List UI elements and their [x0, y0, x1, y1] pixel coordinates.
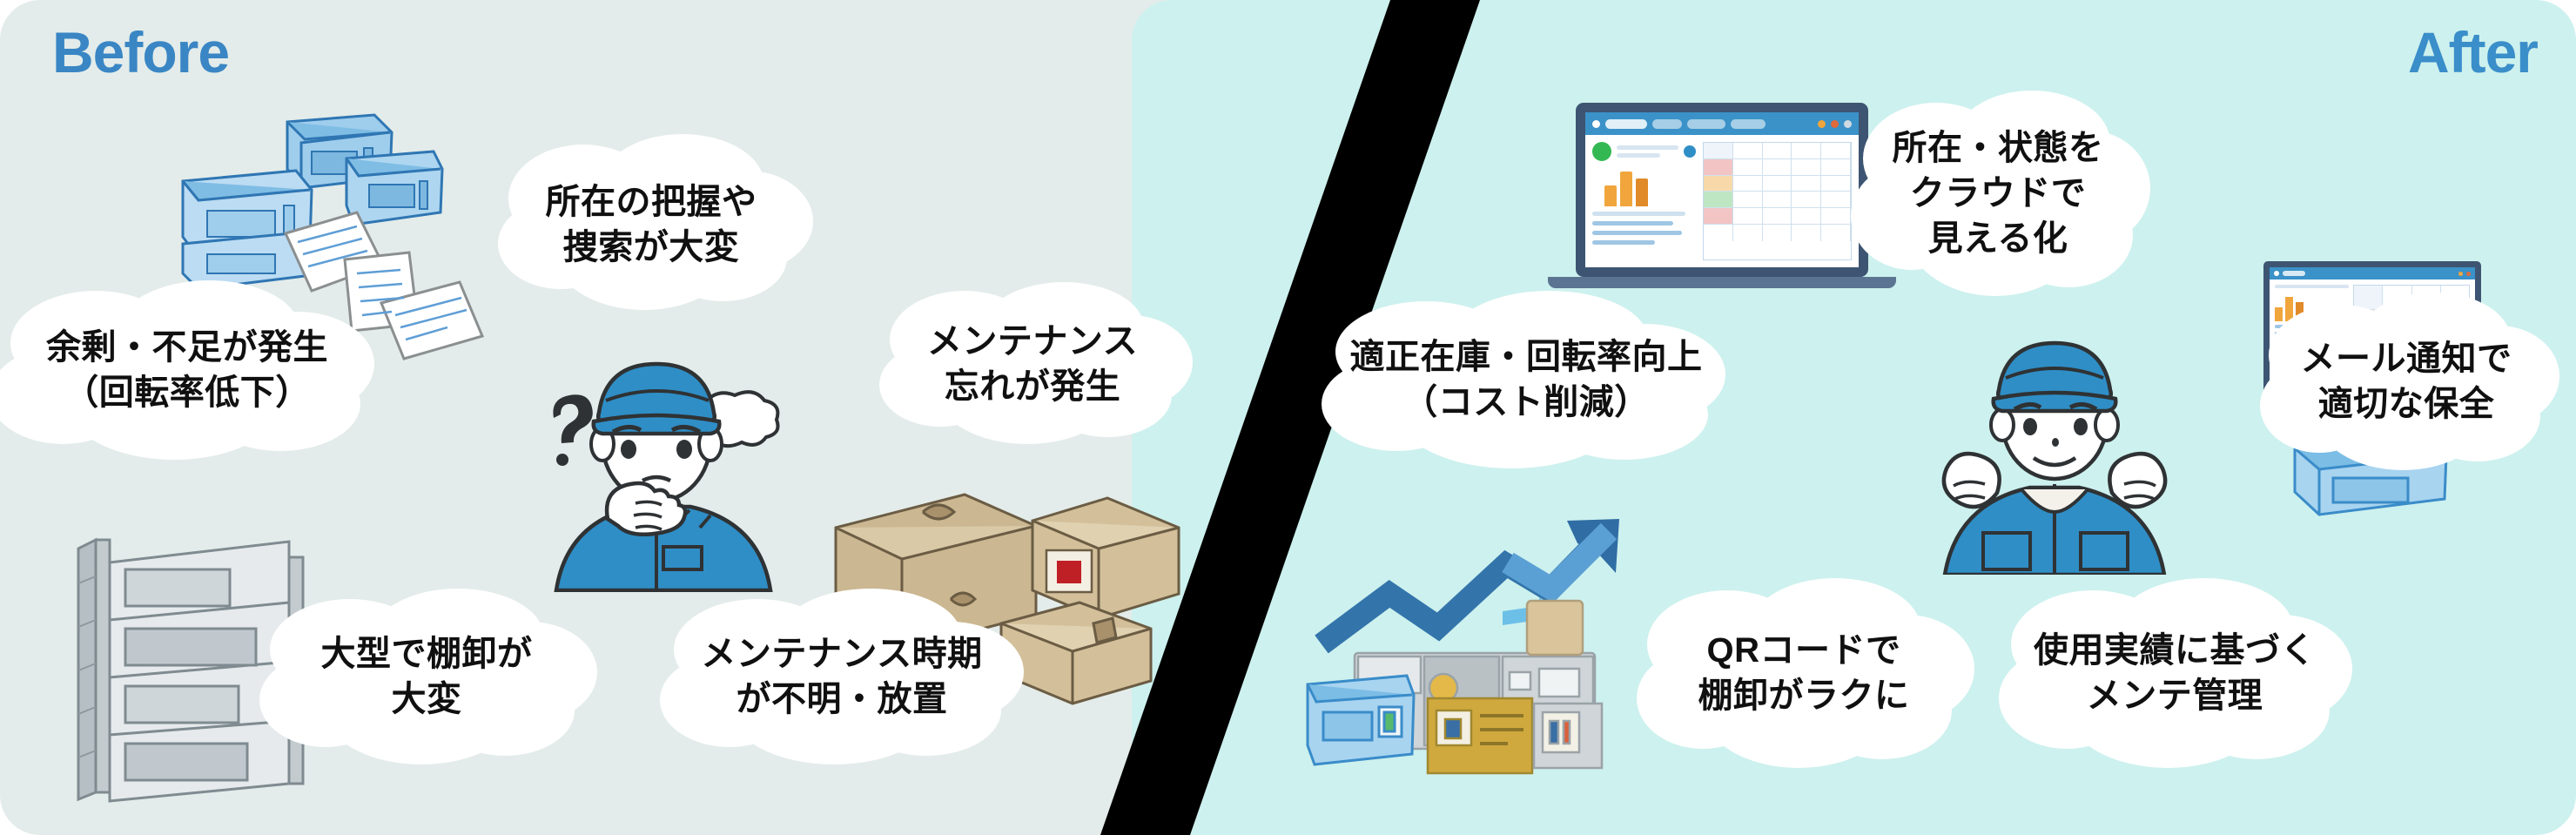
bubble-text: 適正在庫・回転率向上 （コスト削減） [1349, 338, 1703, 421]
blue-storage-trays-icon [157, 104, 444, 296]
cloud-shape [660, 589, 1024, 764]
bubble-large-stocktaking: 大型で棚卸が 大変 [252, 585, 601, 768]
cloud-shape [259, 589, 597, 764]
bubble-location-tracking: 所在の把握や 捜索が大変 [486, 131, 817, 319]
cloud-shape [1637, 578, 1974, 768]
dashboard-body [1585, 135, 1859, 267]
bubble-text: メンテナンス時期 が不明・放置 [701, 635, 983, 718]
cloud-shape [2260, 293, 2559, 470]
bubble-text: メール通知で 適切な保全 [2300, 340, 2512, 423]
bubble-optimal-inventory: 適正在庫・回転率向上 （コスト削減） [1316, 287, 1736, 472]
laptop-dashboard-icon [1548, 103, 1896, 294]
cloud-shape [498, 134, 813, 310]
bubble-surplus-shortage: 余剰・不足が発生 （回転率低下） [0, 277, 383, 463]
bubble-qr-stocktaking: QRコードで 棚卸がラクに [1630, 575, 1978, 771]
dashboard-topbar [1585, 112, 1859, 135]
bubble-maintenance-unknown: メンテナンス時期 が不明・放置 [655, 585, 1029, 768]
bubble-cloud-visualization: 所在・状態を クラウドで 見える化 [1846, 80, 2150, 306]
before-title: Before [52, 20, 230, 84]
bubble-text: 所在・状態を クラウドで 見える化 [1892, 129, 2104, 258]
bubble-text: メンテナンス 忘れが発生 [926, 322, 1139, 406]
after-title: After [2407, 20, 2539, 84]
growth-arrow-chart-icon [1306, 514, 1671, 792]
warehouse-shelf-icon [61, 522, 348, 810]
bubble-text: QRコードで 棚卸がラクに [1698, 631, 1910, 715]
cloud-shape [879, 282, 1193, 444]
bubble-text: 余剰・不足が発生 （回転率低下） [46, 328, 328, 412]
bubble-usage-based-maintenance: 使用実績に基づく メンテ管理 [1992, 575, 2357, 771]
happy-worker-icon [1915, 331, 2194, 577]
cloud-shape [0, 280, 374, 460]
confused-worker-icon [526, 348, 787, 593]
laptop-base [1548, 277, 1896, 288]
cloud-shape [1851, 91, 2150, 296]
bubble-text: 使用実績に基づく メンテ管理 [2034, 631, 2316, 715]
scattered-documents-icon [277, 207, 503, 373]
bubble-text: 大型で棚卸が 大変 [320, 635, 533, 718]
cloud-shape [1322, 291, 1725, 468]
laptop-screen [1576, 103, 1868, 277]
cloud-shape [1999, 578, 2352, 768]
bubble-maintenance-forgotten: メンテナンス 忘れが発生 [871, 279, 1194, 449]
bubble-mail-notification: メール通知で 適切な保全 [2253, 289, 2559, 474]
bubble-text: 所在の把握や 捜索が大変 [545, 183, 757, 266]
